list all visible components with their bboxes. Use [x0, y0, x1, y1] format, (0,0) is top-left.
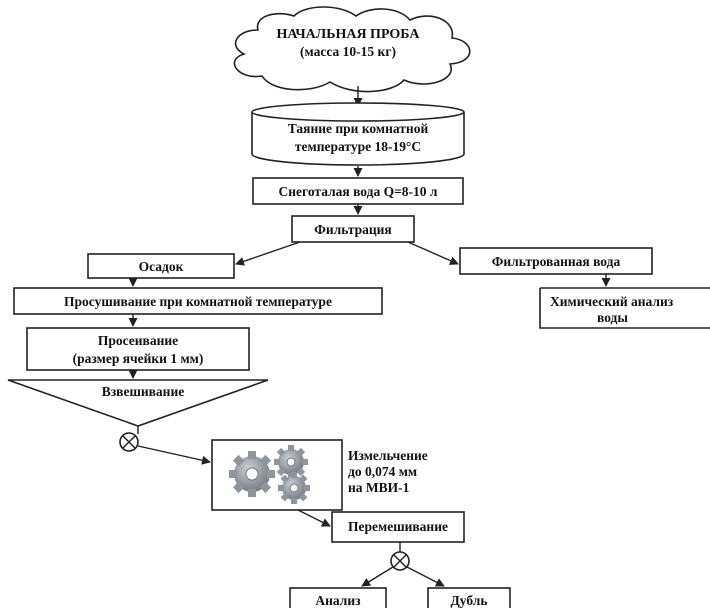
drying-label: Просушивание при комнатной температуре	[64, 294, 332, 309]
duplicate-label: Дубль	[451, 593, 488, 608]
arrow-filtration-to-filtered-water	[407, 241, 459, 265]
chem-line2: воды	[597, 310, 628, 325]
thaw-line2: температуре 18-19°С	[295, 139, 421, 154]
filtered-water-label: Фильтрованная вода	[492, 254, 621, 269]
weighing-triangle: Взвешивание	[7, 379, 269, 427]
sediment-box: Осадок	[87, 253, 235, 279]
sieving-line1: Просеивание	[98, 333, 178, 348]
meltwater-box: Снеготалая вода Q=8-10 л	[252, 177, 464, 205]
sieving-box: Просеивание (размер ячейки 1 мм)	[26, 327, 250, 371]
analysis-label: Анализ	[315, 593, 361, 608]
grinding-box: Измельчение до 0,074 мм на МВИ-1	[211, 439, 428, 511]
mixing-box: Перемешивание	[331, 511, 465, 543]
start-sample-cloud: НАЧАЛЬНАЯ ПРОБА (масса 10-15 кг)	[233, 6, 471, 93]
start-line1: НАЧАЛЬНАЯ ПРОБА	[277, 27, 421, 42]
thaw-line1: Таяние при комнатной	[288, 121, 429, 136]
arrow-junction-to-grinding	[137, 445, 211, 465]
chem-line1: Химический анализ	[550, 294, 674, 309]
arrow-filtration-to-sediment	[235, 241, 301, 266]
arrow-junction-to-analysis	[361, 566, 394, 587]
arrow-junction-to-duplicate	[406, 566, 445, 587]
grinding-line2: до 0,074 мм	[348, 464, 417, 479]
start-line2: (масса 10-15 кг)	[300, 44, 396, 59]
chem-analysis-box: Химический анализ воды	[539, 287, 710, 329]
analysis-box: Анализ	[289, 587, 387, 608]
grinding-line3: на МВИ-1	[348, 480, 410, 495]
weighing-label: Взвешивание	[102, 384, 184, 399]
filtration-label: Фильтрация	[314, 222, 392, 237]
duplicate-box: Дубль	[427, 587, 511, 608]
grinding-line1: Измельчение	[348, 448, 428, 463]
junction-circle-1	[119, 432, 139, 452]
meltwater-label: Снеготалая вода Q=8-10 л	[279, 184, 438, 199]
sediment-label: Осадок	[139, 259, 184, 274]
filtration-box: Фильтрация	[291, 215, 415, 243]
junction-circle-2	[390, 551, 410, 571]
filtered-water-box: Фильтрованная вода	[459, 247, 653, 275]
arrow-grinding-to-mixing	[297, 509, 331, 527]
sieving-line2: (размер ячейки 1 мм)	[73, 351, 204, 366]
drying-box: Просушивание при комнатной температуре	[13, 287, 383, 315]
mixing-label: Перемешивание	[348, 519, 448, 534]
thaw-cylinder: Таяние при комнатной температуре 18-19°С	[251, 102, 465, 166]
